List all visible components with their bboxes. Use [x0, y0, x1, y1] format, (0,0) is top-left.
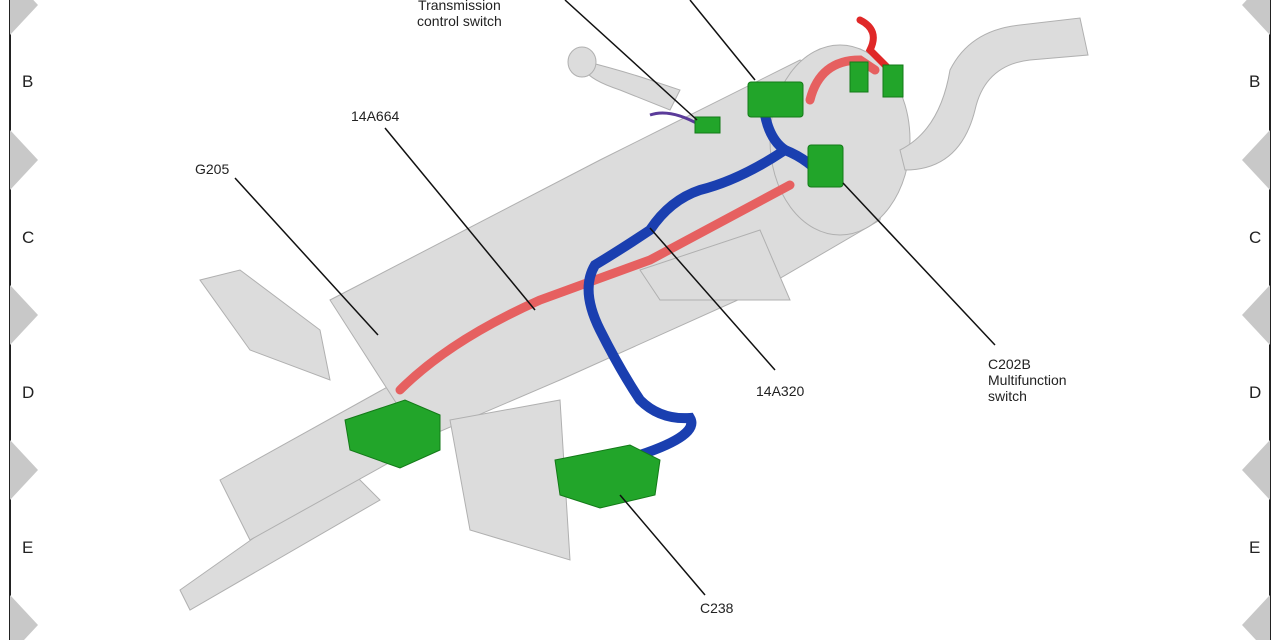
connector-upper [747, 81, 804, 118]
label-line: Multifunction [988, 372, 1067, 388]
red-harness [395, 16, 899, 395]
label-transmission-control-switch: Transmission control switch [417, 0, 502, 29]
grid-row-e-right: E [1249, 538, 1261, 557]
label-line: C202B [988, 356, 1031, 372]
steering-column [179, 17, 1089, 611]
grid-row-c-left: C [22, 228, 35, 247]
grid-row-d-right: D [1249, 383, 1262, 402]
label-14a320: 14A320 [756, 383, 805, 399]
label-g205: G205 [195, 161, 230, 177]
label-c202b-multifunction-switch: C202B Multifunction switch [988, 356, 1067, 404]
grid-row-c-right: C [1249, 228, 1262, 247]
connector-small-2 [882, 64, 904, 98]
leader-lines [234, 0, 996, 596]
grid-row-b-right: B [1249, 72, 1261, 91]
connectors [344, 61, 904, 509]
label-c238: C238 [700, 600, 734, 616]
connector-transmission [694, 116, 721, 134]
grid-row-b-left: B [22, 72, 34, 91]
connector-small-1 [849, 61, 869, 93]
label-line: switch [988, 388, 1027, 404]
grid-row-e-left: E [22, 538, 34, 557]
grid-markers [10, 0, 1270, 640]
connector-c238 [554, 444, 661, 509]
label-line: Transmission [418, 0, 501, 13]
connector-left [344, 399, 441, 469]
grid-row-d-left: D [22, 383, 35, 402]
label-14a664: 14A664 [351, 108, 400, 124]
connector-c202b [807, 144, 844, 188]
label-line: control switch [417, 13, 502, 29]
